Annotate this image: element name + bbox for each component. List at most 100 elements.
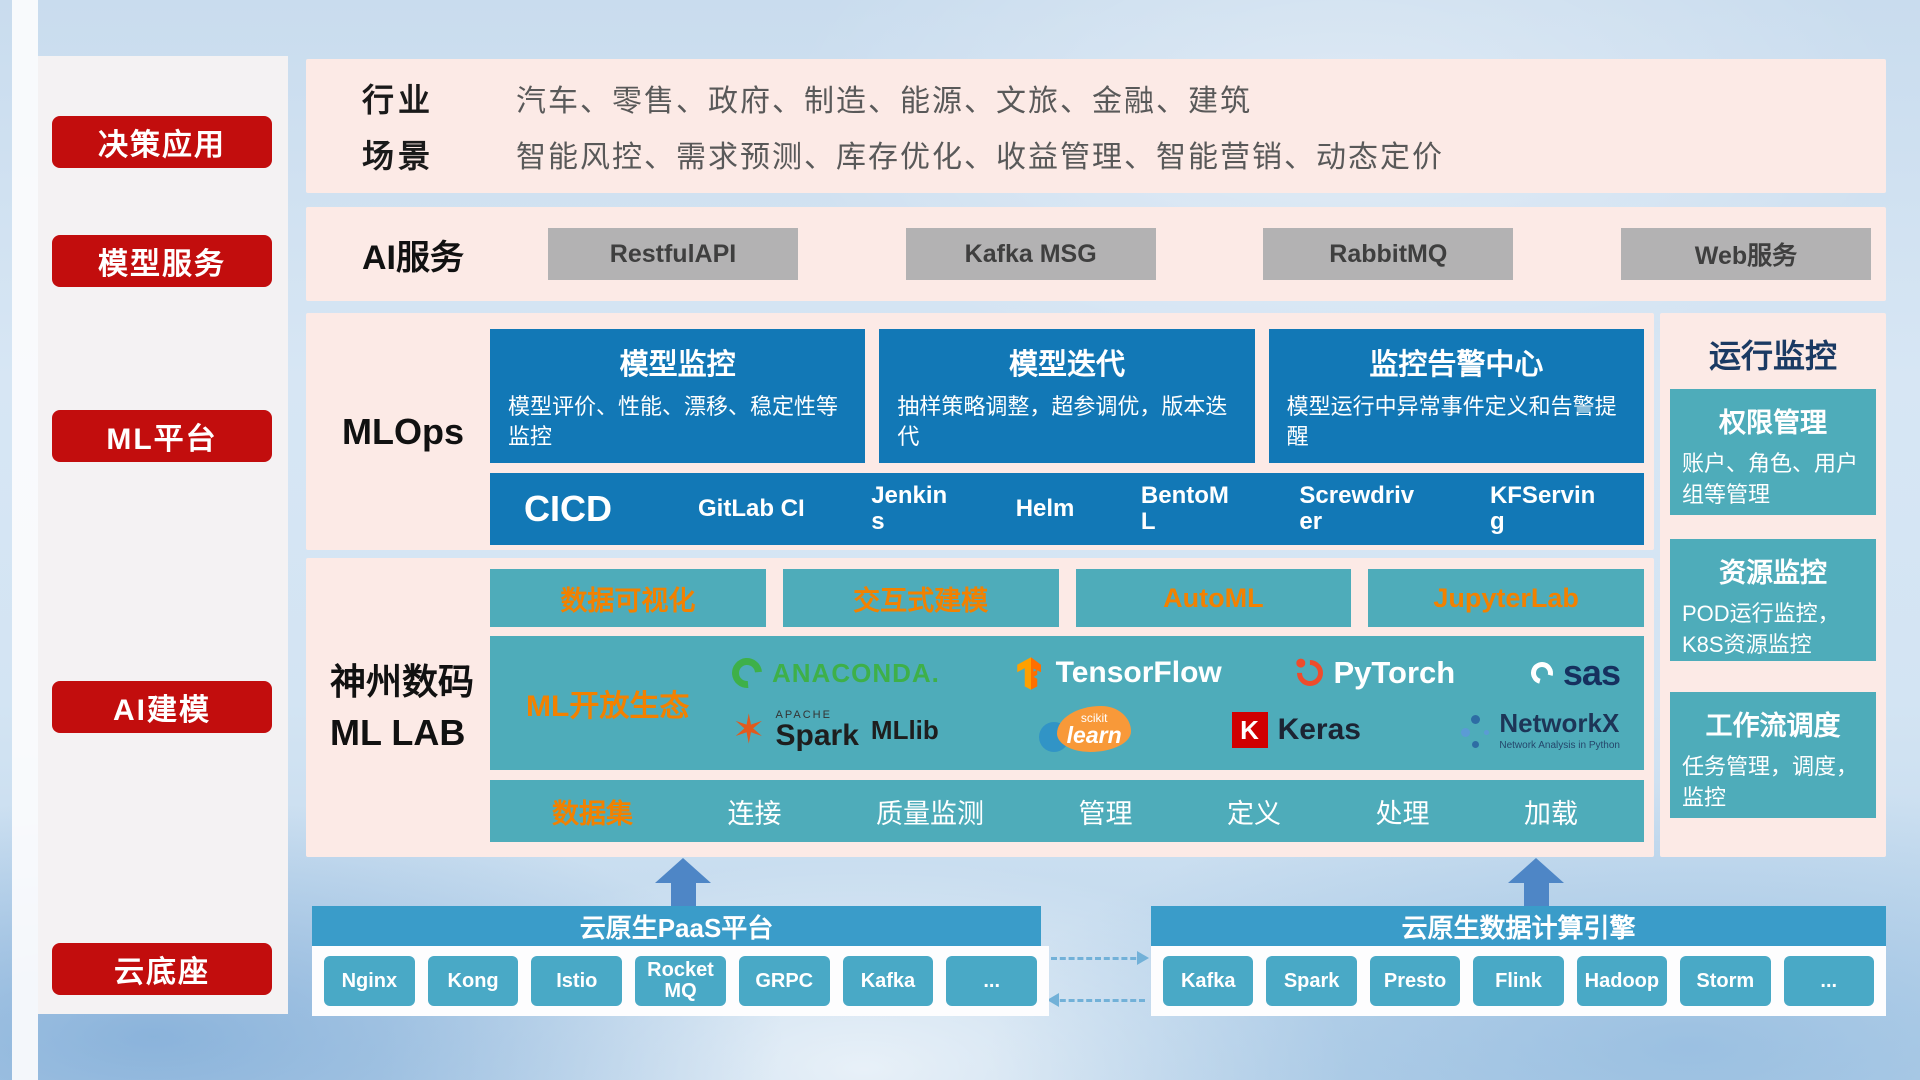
scenario-line: 场景 智能风控、需求预测、库存优化、收益管理、智能营销、动态定价 bbox=[362, 131, 1876, 177]
engine-node-flink: Flink bbox=[1473, 956, 1564, 1006]
tool-jupyterlab: JupyterLab bbox=[1368, 569, 1644, 627]
anaconda-icon bbox=[725, 651, 769, 695]
arrow-stem bbox=[670, 883, 696, 906]
spark-icon: ✶ bbox=[732, 708, 766, 752]
layer-ml-platform: ML平台 bbox=[52, 410, 272, 462]
mllab-tool-buttons: 数据可视化 交互式建模 AutoML JupyterLab bbox=[490, 569, 1644, 627]
mllab-label-line1: 神州数码 bbox=[330, 661, 475, 703]
data-engine-header: 云原生数据计算引擎 bbox=[1151, 906, 1886, 946]
permission-management-desc: 账户、角色、用户组等管理 bbox=[1682, 451, 1859, 507]
dashed-arrow-left-icon bbox=[1047, 993, 1145, 1007]
data-engine-nodes: Kafka Spark Presto Flink Hadoop Storm ..… bbox=[1151, 946, 1886, 1016]
sas-label: sas bbox=[1562, 652, 1621, 693]
ai-service-restfulapi: RestfulAPI bbox=[548, 228, 798, 280]
engine-node-more: ... bbox=[1783, 956, 1874, 1006]
alert-center-card: 监控告警中心 模型运行中异常事件定义和告警提醒 bbox=[1268, 329, 1644, 463]
layer-cloud-base: 云底座 bbox=[52, 943, 272, 995]
model-iteration-card: 模型迭代 抽样策略调整，超参调优，版本迭代 bbox=[879, 329, 1255, 463]
cicd-tool-kfserving: KFServing bbox=[1489, 481, 1596, 535]
networkx-icon bbox=[1461, 712, 1489, 748]
engine-node-kafka: Kafka bbox=[1163, 956, 1254, 1006]
apache-label: APACHE bbox=[775, 708, 832, 721]
ai-service-kafka-msg: Kafka MSG bbox=[905, 228, 1156, 280]
anaconda-label: ANACONDA. bbox=[772, 657, 940, 688]
cicd-tool-jenkins: Jenkins bbox=[871, 481, 948, 535]
dataset-connect: 连接 bbox=[727, 798, 782, 829]
workflow-scheduling-desc: 任务管理，调度，监控 bbox=[1682, 754, 1859, 810]
ml-ecosystem-block: ML开放生态 ANACONDA. TensorFlow bbox=[490, 636, 1644, 770]
cicd-tool-gitlab-ci: GitLab CI bbox=[698, 494, 805, 522]
networkx-wordmark: NetworkX Network Analysis in Python bbox=[1499, 710, 1620, 751]
industry-label: 行业 bbox=[362, 82, 435, 118]
mllib-label: MLlib bbox=[870, 714, 939, 745]
cicd-tools: GitLab CI Jenkins Helm BentoML Screwdriv… bbox=[698, 481, 1644, 536]
cicd-label: CICD bbox=[524, 488, 612, 529]
spark-mllib-logo: ✶ APACHE Spark MLlib bbox=[732, 708, 939, 752]
paas-node-istio: Istio bbox=[531, 956, 623, 1006]
networkx-subtitle: Network Analysis in Python bbox=[1499, 739, 1620, 751]
dataset-label: 数据集 bbox=[552, 798, 633, 829]
tool-data-visualization: 数据可视化 bbox=[490, 569, 766, 627]
mllab-panel: 神州数码 ML LAB 数据可视化 交互式建模 AutoML JupyterLa… bbox=[306, 558, 1654, 857]
mllab-label-line2: ML LAB bbox=[330, 711, 466, 753]
layer-decision-apps: 决策应用 bbox=[52, 116, 272, 168]
workflow-scheduling-card: 工作流调度 任务管理，调度，监控 bbox=[1670, 692, 1876, 818]
arrow-stem bbox=[1523, 883, 1549, 906]
cicd-tool-bentoml: BentoML bbox=[1140, 481, 1229, 535]
ecosystem-logos: ANACONDA. TensorFlow PyTorch bbox=[725, 640, 1621, 766]
model-iteration-title: 模型迭代 bbox=[1008, 349, 1125, 381]
cicd-bar: CICD GitLab CI Jenkins Helm BentoML Scre… bbox=[490, 473, 1644, 545]
tool-interactive-modeling: 交互式建模 bbox=[782, 569, 1059, 627]
cicd-tool-screwdriver: Screwdriver bbox=[1299, 481, 1415, 535]
anaconda-logo: ANACONDA. bbox=[725, 651, 940, 695]
networkx-label: NetworkX bbox=[1499, 707, 1620, 738]
paas-node-rocketmq: RocketMQ bbox=[635, 956, 726, 1006]
tensorflow-logo: TensorFlow bbox=[1016, 656, 1222, 690]
engine-node-storm: Storm bbox=[1680, 956, 1771, 1006]
paas-node-nginx: Nginx bbox=[324, 956, 415, 1006]
ml-ecosystem-label: ML开放生态 bbox=[526, 690, 690, 723]
model-iteration-desc: 抽样策略调整，超参调优，版本迭代 bbox=[897, 394, 1228, 449]
engine-up-arrow-icon bbox=[1508, 858, 1564, 906]
spark-wordmark: APACHE Spark bbox=[775, 708, 859, 751]
ai-services-panel: AI服务 RestfulAPI Kafka MSG RabbitMQ Web服务 bbox=[306, 207, 1886, 301]
tensorflow-label: TensorFlow bbox=[1055, 656, 1222, 689]
runtime-monitoring-panel: 运行监控 权限管理 账户、角色、用户组等管理 资源监控 POD运行监控，K8S资… bbox=[1660, 313, 1886, 857]
layer-ai-modeling: AI建模 bbox=[52, 681, 272, 733]
cicd-tool-helm: Helm bbox=[1015, 494, 1075, 522]
engine-node-spark: Spark bbox=[1266, 956, 1357, 1006]
alert-center-title: 监控告警中心 bbox=[1369, 349, 1544, 381]
ai-service-web: Web服务 bbox=[1620, 228, 1871, 280]
pytorch-logo: PyTorch bbox=[1292, 654, 1456, 692]
sas-logo: sas bbox=[1526, 652, 1621, 694]
resource-monitoring-card: 资源监控 POD运行监控，K8S资源监控 bbox=[1670, 539, 1876, 661]
arrow-head bbox=[655, 858, 711, 883]
mlops-panel: MLOps 模型监控 模型评价、性能、漂移、稳定性等监控 模型迭代 抽样策略调整… bbox=[306, 313, 1654, 550]
dataset-define: 定义 bbox=[1227, 798, 1281, 829]
scenario-label: 场景 bbox=[362, 138, 435, 174]
mlops-label: MLOps bbox=[342, 410, 464, 452]
scenario-value: 智能风控、需求预测、库存优化、收益管理、智能营销、动态定价 bbox=[516, 141, 1444, 174]
pytorch-icon bbox=[1292, 654, 1329, 692]
keras-icon: K bbox=[1231, 712, 1268, 748]
scikit-learn-label: learn bbox=[1066, 721, 1122, 748]
scikit-learn-logo: scikit learn bbox=[1039, 706, 1132, 754]
logo-row-1: ANACONDA. TensorFlow PyTorch bbox=[725, 651, 1621, 695]
model-monitoring-card: 模型监控 模型评价、性能、漂移、稳定性等监控 bbox=[490, 329, 866, 463]
keras-logo: K Keras bbox=[1231, 712, 1361, 748]
workflow-scheduling-title: 工作流调度 bbox=[1705, 711, 1841, 741]
paas-node-more: ... bbox=[946, 956, 1038, 1006]
industry-line: 行业 汽车、零售、政府、制造、能源、文旅、金融、建筑 bbox=[362, 75, 1876, 121]
paas-up-arrow-icon bbox=[655, 858, 711, 906]
mllab-label: 神州数码 ML LAB bbox=[330, 558, 488, 857]
dataset-load: 加载 bbox=[1524, 798, 1578, 829]
scikit-top-label: scikit bbox=[1080, 710, 1108, 725]
engine-node-hadoop: Hadoop bbox=[1576, 956, 1668, 1006]
model-monitoring-desc: 模型评价、性能、漂移、稳定性等监控 bbox=[508, 394, 839, 449]
tool-automl: AutoML bbox=[1075, 569, 1352, 627]
industry-scenario-panel: 行业 汽车、零售、政府、制造、能源、文旅、金融、建筑 场景 智能风控、需求预测、… bbox=[306, 59, 1886, 193]
pytorch-label: PyTorch bbox=[1333, 655, 1456, 690]
paas-node-kafka: Kafka bbox=[842, 956, 934, 1006]
runtime-monitoring-title: 运行监控 bbox=[1708, 338, 1837, 374]
